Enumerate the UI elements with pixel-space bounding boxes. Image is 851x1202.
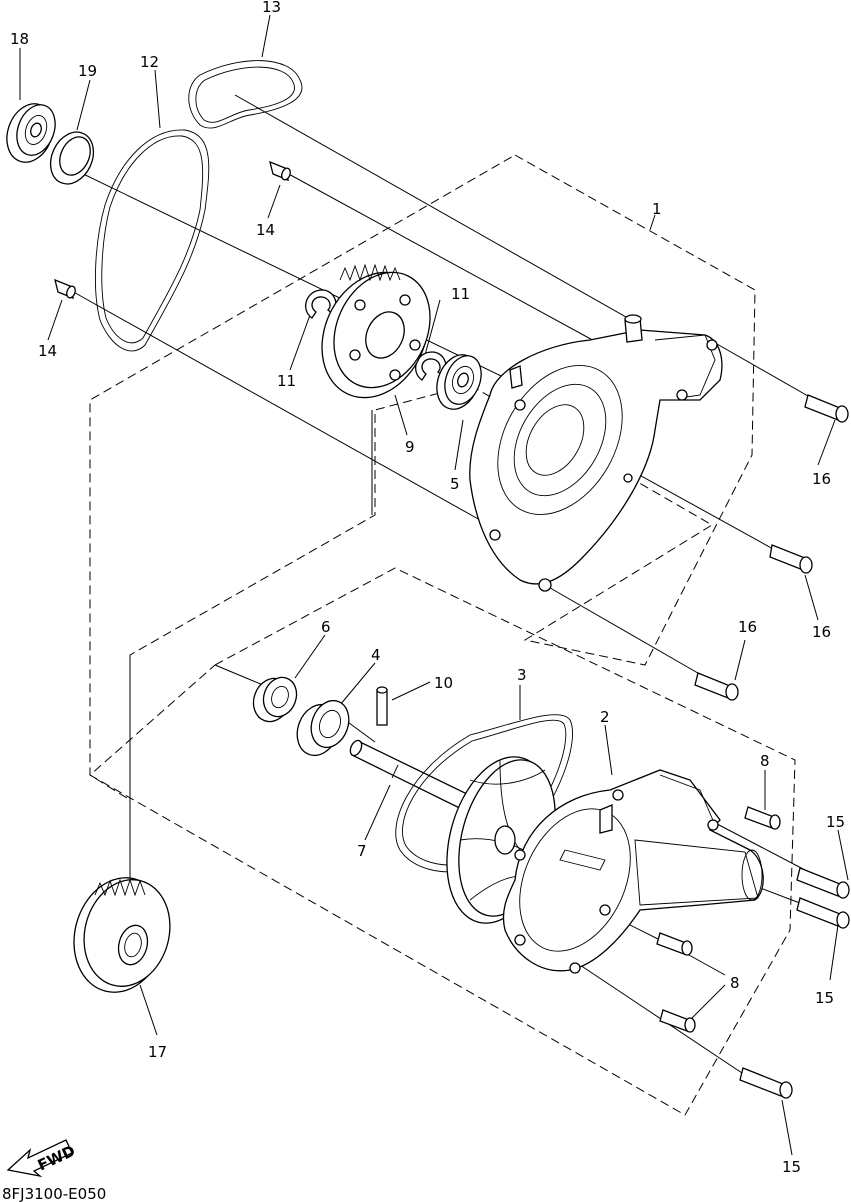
callout-13: 13 [262,0,281,16]
bolt-15c [739,1067,793,1099]
callout-12: 12 [140,53,159,71]
callout-6: 6 [321,618,331,636]
callout-17: 17 [148,1043,167,1061]
callout-15b: 15 [815,989,834,1007]
oil-seal-19 [49,131,95,185]
callout-19: 19 [78,62,97,80]
bolt-8a [744,806,781,830]
bolt-8b [656,932,693,956]
alignment-lines [69,94,816,1076]
callout-11a: 11 [277,372,296,390]
dowel-pin-14b [54,278,76,300]
mechanical-seal-4 [296,699,350,757]
assembly-outline-2 [89,567,796,1116]
callout-9: 9 [405,438,415,456]
fwd-arrow-icon: FWD [6,1139,78,1178]
callout-15a: 15 [826,813,845,831]
callout-labels: 1 2 3 4 5 6 7 8 8 9 10 11 11 12 13 14 14… [10,0,845,1176]
diagram-code: 8FJ3100-E050 [2,1185,106,1202]
gear-17 [73,877,171,993]
callout-3: 3 [517,666,527,684]
callout-1: 1 [652,200,662,218]
callout-8a: 8 [760,752,770,770]
callout-8b: 8 [730,974,740,992]
gasket-12 [94,129,210,352]
bolt-15b [796,897,850,929]
pump-cover-1 [469,314,723,592]
assembly-outline-1 [89,154,756,801]
gear-9 [321,263,431,399]
bearing-18 [6,103,56,163]
pin-10 [376,686,388,726]
callout-4: 4 [371,646,381,664]
callout-16b: 16 [812,623,831,641]
dowel-pin-14a [269,160,291,182]
callout-2: 2 [600,708,610,726]
bearing-5 [436,354,482,410]
callout-10: 10 [434,674,453,692]
callout-7: 7 [357,842,367,860]
callout-15c: 15 [782,1158,801,1176]
bolt-16b [769,544,813,574]
callout-14a: 14 [256,221,275,239]
callout-leaders [19,14,849,1156]
bolt-8c [659,1009,696,1033]
callout-5: 5 [450,475,460,493]
pump-housing-2 [502,769,764,974]
bolt-16a [804,394,849,423]
callout-14b: 14 [38,342,57,360]
bolt-16c [694,672,739,701]
callout-11b: 11 [451,285,470,303]
oil-seal-6 [252,676,298,723]
bolt-15a [796,867,850,899]
callout-16a: 16 [812,470,831,488]
callout-18: 18 [10,30,29,48]
callout-16c: 16 [738,618,757,636]
gasket-13 [188,60,303,129]
